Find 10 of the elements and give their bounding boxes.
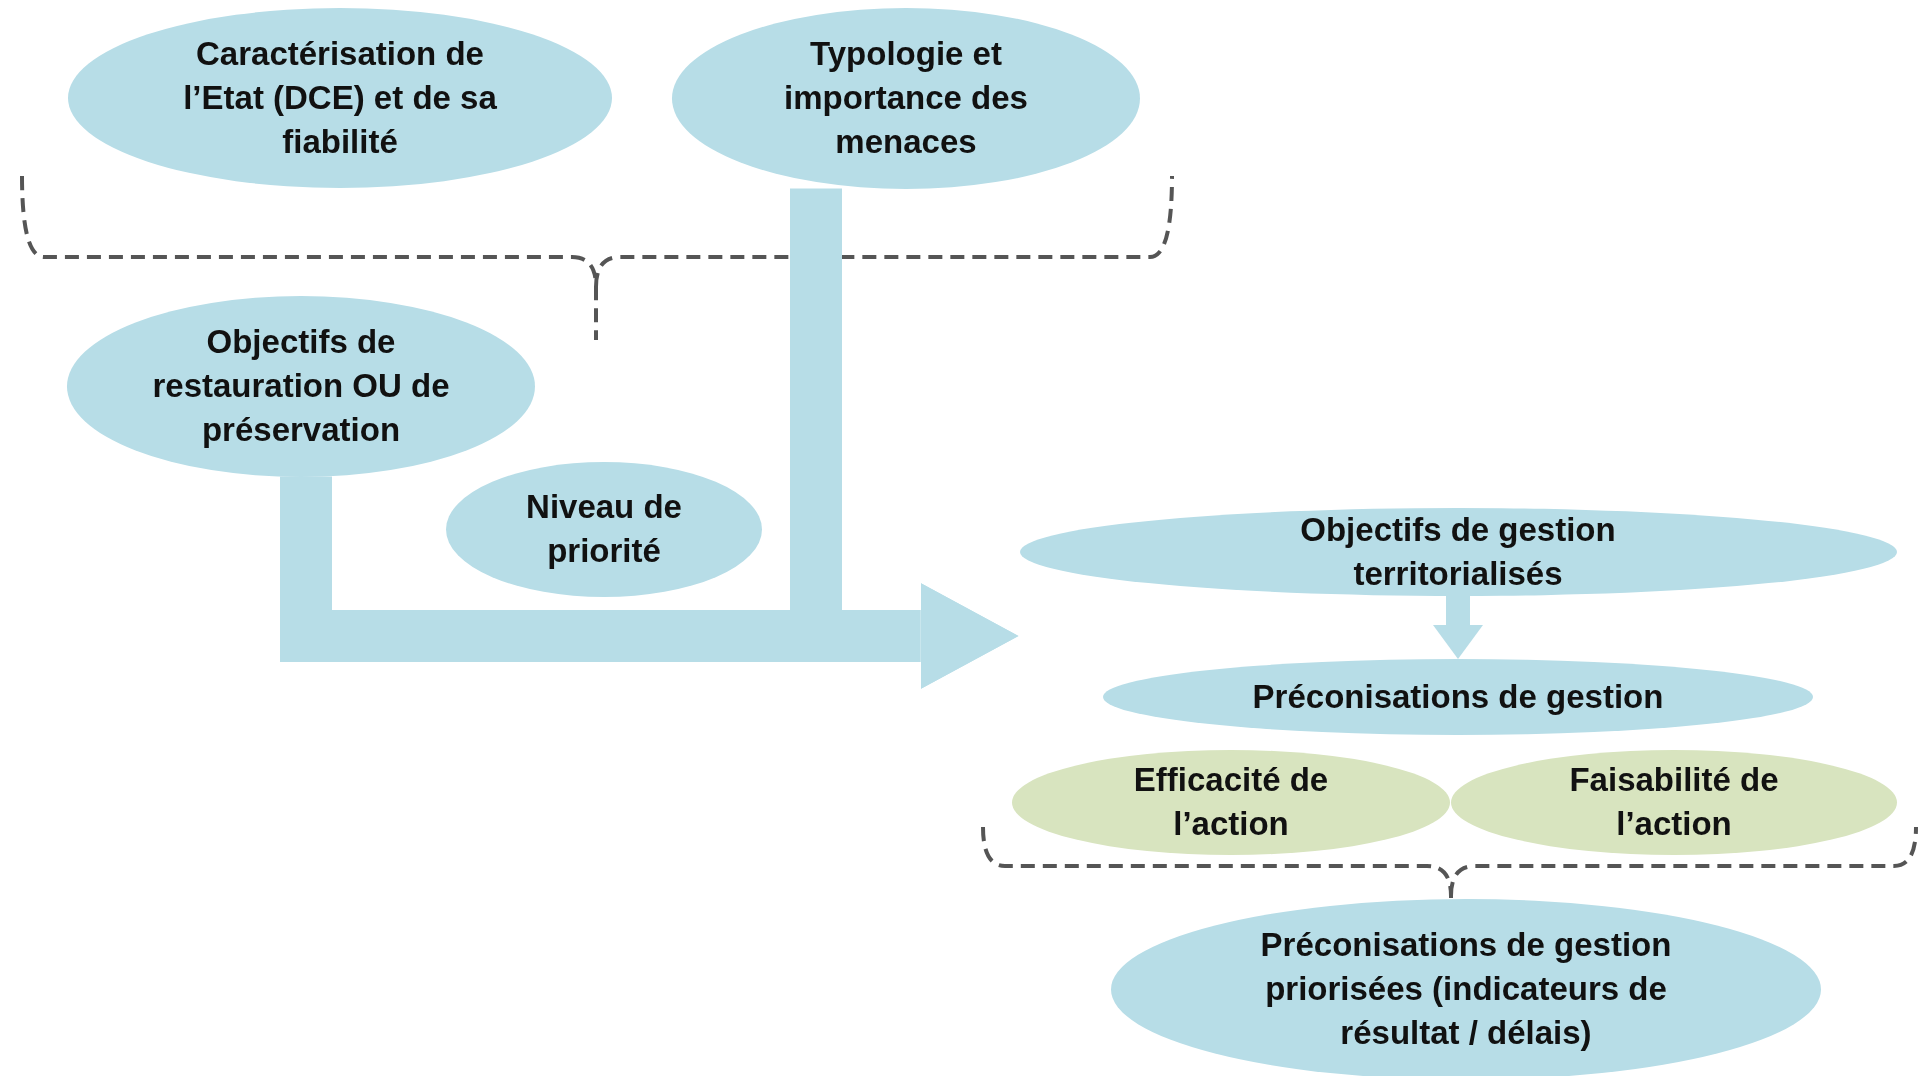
node-label: Préconisations de gestion priorisées (indicateurs de résultat / délais): [1259, 925, 1673, 1053]
node-label: Typologie et importance des menaces: [783, 34, 1029, 162]
node-label: Faisabilité de l’action: [1568, 760, 1780, 844]
node-label: Caractérisation de l’Etat (DCE) et de sa fiabilité: [182, 34, 498, 162]
node-label: Efficacité de l’action: [1132, 760, 1330, 844]
node-label: Objectifs de restauration OU de préservation: [151, 322, 451, 450]
node-label: Niveau de priorité: [525, 487, 683, 571]
node-label: Préconisations de gestion: [1252, 677, 1664, 717]
arrow: [790, 188, 1019, 689]
node-label: Objectifs de gestion territorialisés: [1299, 510, 1617, 594]
